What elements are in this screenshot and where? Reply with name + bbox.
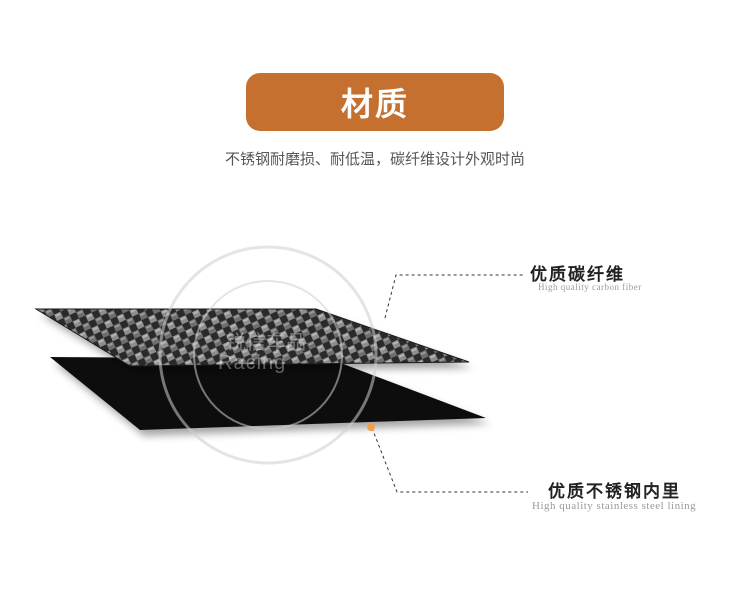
carbon-fiber-label: 优质碳纤维 <box>530 265 625 285</box>
carbon-fiber-label-en: High quality carbon fiber <box>538 282 642 292</box>
steel-lining-label-en: High quality stainless steel lining <box>532 500 697 512</box>
section-title: 材质 <box>340 85 409 123</box>
steel-lining-layer <box>50 357 486 430</box>
steel-leader-line <box>367 423 528 493</box>
carbon-leader-line <box>384 274 525 319</box>
steel-marker-dot <box>367 423 375 431</box>
material-description: 不锈钢耐磨损、耐低温，碳纤维设计外观时尚 <box>224 150 525 168</box>
watermark-logo <box>158 245 378 465</box>
carbon-fiber-layer <box>36 309 469 366</box>
steel-lining-label: 优质不锈钢内里 <box>548 482 681 502</box>
section-title-badge: 材质 <box>246 73 504 131</box>
